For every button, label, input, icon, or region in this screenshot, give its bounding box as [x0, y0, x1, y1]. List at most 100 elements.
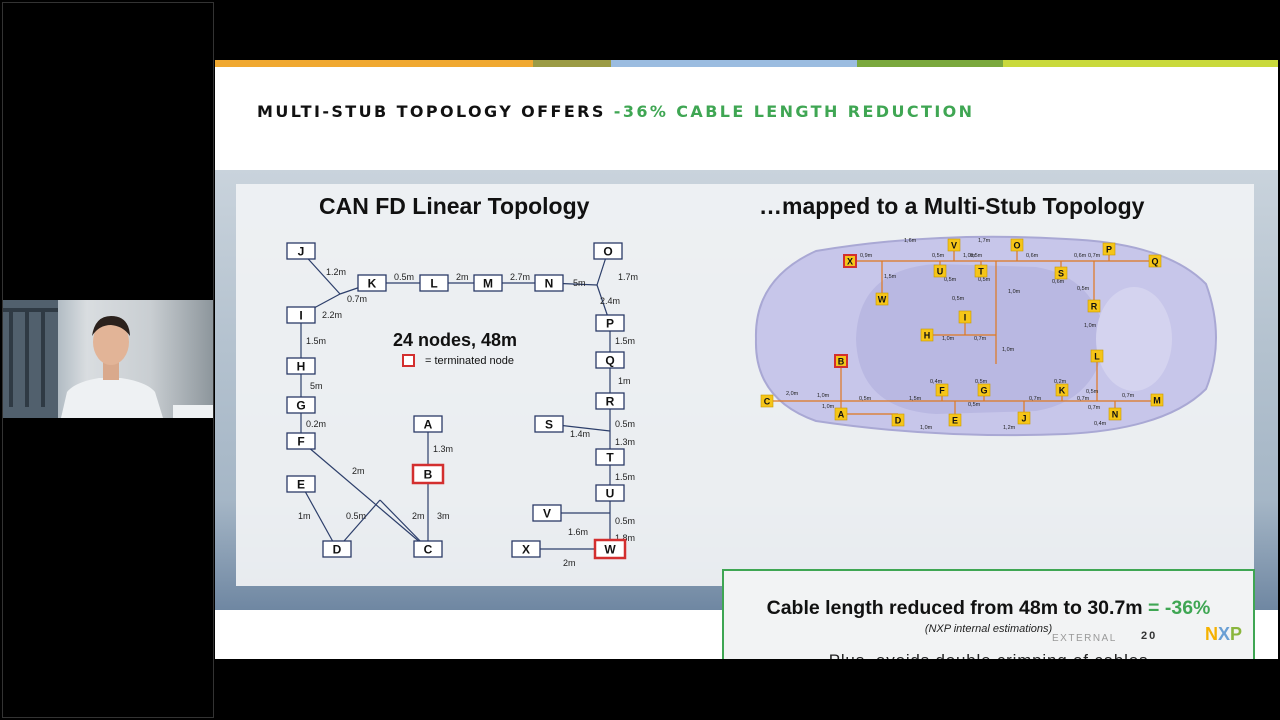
stub-segment-label: 0,7m — [974, 336, 987, 342]
color-stripe-5 — [1003, 60, 1278, 67]
content-panel: CAN FD Linear Topology …mapped to a Mult… — [236, 184, 1255, 659]
stub-node-label: J — [1021, 414, 1026, 424]
linear-edge-length-label: 5m — [310, 381, 323, 391]
linear-node-k — [357, 274, 387, 292]
linear-node-label: D — [333, 543, 342, 557]
stub-node-c — [760, 394, 774, 408]
stub-node-x — [843, 254, 857, 268]
stub-node-s — [1054, 266, 1068, 280]
color-stripe-2 — [533, 60, 611, 67]
linear-node-c — [413, 540, 443, 558]
stub-segment-label: 2,0m — [786, 391, 799, 397]
stub-node-label: M — [1153, 396, 1161, 406]
classification-label: EXTERNAL — [1052, 633, 1117, 644]
stub-node-label: L — [1094, 352, 1100, 362]
stub-node-h — [920, 328, 934, 342]
linear-edge-length-label: 5m — [573, 278, 586, 288]
stub-node-m — [1150, 393, 1164, 407]
stub-node-d — [891, 413, 905, 427]
stub-segment-label: 0,5m — [932, 253, 945, 259]
linear-node-label: O — [603, 245, 612, 259]
linear-edge-length-label: 1.8m — [615, 533, 635, 543]
stub-segment-label: 1,0m — [1084, 323, 1097, 329]
linear-edge-length-label: 1.7m — [618, 272, 638, 282]
linear-node-p — [595, 314, 625, 332]
stub-node-label: C — [764, 397, 771, 407]
stub-node-l — [1090, 349, 1104, 363]
linear-node-label: L — [430, 277, 437, 291]
car-cabin — [856, 264, 1106, 414]
color-stripe-3 — [611, 60, 857, 67]
stub-node-a — [834, 407, 848, 421]
stub-segment-label: 1,0m — [822, 404, 835, 410]
linear-edge-length-label: 1.2m — [326, 267, 346, 277]
stub-node-label: N — [1112, 410, 1119, 420]
linear-edge-length-label: 2.2m — [322, 310, 342, 320]
color-stripe-1 — [215, 60, 533, 67]
stub-segment-label: 1,0m — [1002, 347, 1015, 353]
stub-node-e — [948, 413, 962, 427]
slide-title: MULTI-STUB TOPOLOGY OFFERS -36% CABLE LE… — [257, 102, 974, 121]
linear-node-l — [419, 274, 449, 292]
stub-segment-label: 0,5m — [859, 396, 872, 402]
stub-node-label: V — [951, 241, 957, 251]
stub-segment-label: 0,2m — [1054, 379, 1067, 385]
result-headline: Cable length reduced from 48m to 30.7m =… — [724, 597, 1253, 620]
stub-node-label: B — [838, 357, 845, 367]
stub-node-w — [875, 292, 889, 306]
stub-node-j — [1017, 411, 1031, 425]
color-stripe-4 — [857, 60, 1003, 67]
linear-edge-length-label: 2m — [352, 466, 365, 476]
linear-node-x — [511, 540, 541, 558]
linear-node-j — [286, 242, 316, 260]
stub-node-label: O — [1013, 241, 1020, 251]
stub-node-t — [974, 264, 988, 278]
linear-node-b — [411, 463, 445, 485]
svg-text:NXP: NXP — [1205, 624, 1242, 644]
linear-node-t — [595, 448, 625, 466]
result-callout: Cable length reduced from 48m to 30.7m =… — [722, 569, 1255, 659]
stub-node-label: A — [838, 410, 845, 420]
stub-segment-label: 0,6m — [1026, 253, 1039, 259]
linear-node-label: A — [424, 418, 433, 432]
stub-segment-label: 0,4m — [1094, 421, 1107, 427]
linear-node-i — [286, 306, 316, 324]
linear-node-label: P — [606, 317, 614, 331]
stub-node-label: D — [895, 416, 902, 426]
stub-segment-label: 0,5m — [968, 402, 981, 408]
linear-node-label: T — [606, 451, 614, 465]
stub-segment-label: 0,5m — [978, 277, 991, 283]
linear-node-o — [593, 242, 623, 260]
terminated-node-legend-icon — [402, 354, 415, 367]
stub-segment-label: 0,5m — [1086, 389, 1099, 395]
stub-segment-label: 0,5m — [975, 379, 988, 385]
linear-topology-heading: CAN FD Linear Topology — [319, 193, 590, 219]
stub-segment-label: 0,5m — [970, 253, 983, 259]
stub-node-label: R — [1091, 302, 1098, 312]
linear-node-label: R — [606, 395, 615, 409]
stub-node-p — [1102, 242, 1116, 256]
linear-node-v — [532, 504, 562, 522]
linear-node-s — [534, 415, 564, 433]
stub-segment-label: 1,2m — [1003, 425, 1016, 431]
linear-node-u — [595, 484, 625, 502]
result-subtext: Plus, avoids double crimping of cables — [724, 651, 1253, 659]
linear-edge-length-label: 2m — [412, 511, 425, 521]
linear-edge-length-label: 1m — [618, 376, 631, 386]
linear-node-m — [473, 274, 503, 292]
stub-node-k — [1055, 383, 1069, 397]
stub-node-label: S — [1058, 269, 1064, 279]
linear-node-label: W — [604, 543, 616, 557]
stub-segment-label: 1,0m — [817, 393, 830, 399]
stub-segment-label: 1,5m — [884, 274, 897, 280]
stub-segment-label: 0,7m — [1088, 253, 1101, 259]
stub-segment-label: 0,6m — [1052, 279, 1065, 285]
stub-segment-label: 1,0m — [1008, 289, 1021, 295]
stub-node-i — [958, 310, 972, 324]
stub-node-label: P — [1106, 245, 1112, 255]
linear-node-label: V — [543, 507, 551, 521]
linear-node-label: N — [545, 277, 554, 291]
presentation-slide: MULTI-STUB TOPOLOGY OFFERS -36% CABLE LE… — [215, 60, 1278, 659]
